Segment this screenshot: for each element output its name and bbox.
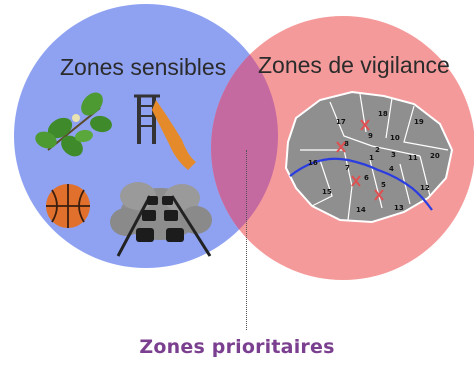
arrondissement-2: 2 <box>375 146 380 154</box>
left-set-label: Zones sensibles <box>60 54 227 80</box>
arrondissement-14: 14 <box>356 206 366 214</box>
arrondissement-6: 6 <box>364 174 369 182</box>
arrondissement-8: 8 <box>344 140 349 148</box>
map-cross-marks <box>336 119 384 201</box>
arrondissement-17: 17 <box>336 118 346 126</box>
arrondissement-18: 18 <box>378 110 388 118</box>
arrondissement-11: 11 <box>408 154 418 162</box>
arrondissement-19: 19 <box>414 118 424 126</box>
intersection-label: Zones prioritaires <box>139 336 335 358</box>
arrondissement-15: 15 <box>322 188 332 196</box>
arrondissement-10: 10 <box>390 134 400 142</box>
arrondissement-5: 5 <box>381 181 386 189</box>
arrondissement-13: 13 <box>394 204 404 212</box>
paris-arrondissements-map-icon: 1 2 3 4 5 6 7 8 9 10 11 12 13 14 15 16 1… <box>284 90 454 224</box>
arrondissement-16: 16 <box>308 159 318 167</box>
intersection-pointer-line <box>246 150 247 330</box>
traffic-pollution-icon <box>110 182 212 257</box>
right-set-label: Zones de vigilance <box>258 52 450 78</box>
arrondissement-20: 20 <box>430 152 440 160</box>
arrondissement-4: 4 <box>389 165 394 173</box>
leaf-branch-icon <box>35 92 112 157</box>
basketball-icon <box>46 184 90 228</box>
arrondissement-7: 7 <box>345 164 350 172</box>
arrondissement-9: 9 <box>368 132 373 140</box>
arrondissement-12: 12 <box>420 184 430 192</box>
playground-slide-icon <box>134 94 196 170</box>
arrondissement-3: 3 <box>391 151 396 159</box>
arrondissement-1: 1 <box>369 154 374 162</box>
